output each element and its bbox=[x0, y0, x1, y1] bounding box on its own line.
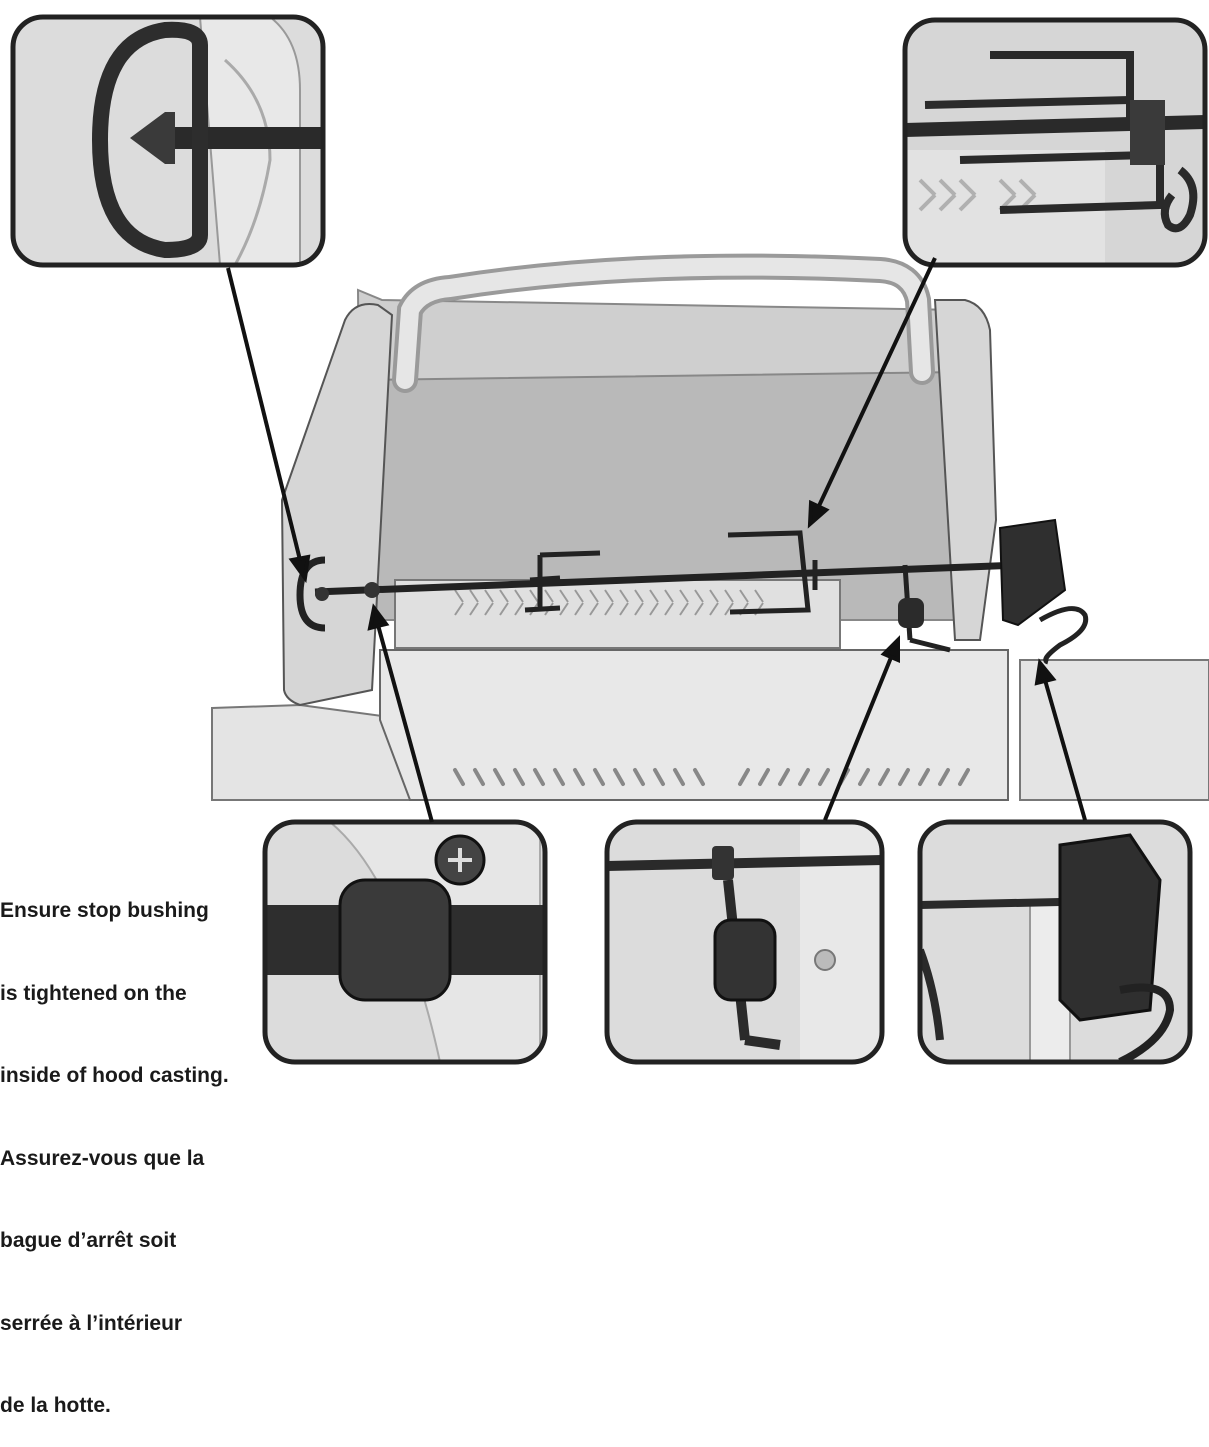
inset-stop-bushing bbox=[262, 819, 548, 1065]
rear-infrared-burner bbox=[394, 579, 841, 649]
arrow-handle bbox=[226, 267, 311, 584]
caption-line-4: Assurez-vous que la bbox=[0, 1146, 205, 1170]
caption-line-2: is tightened on the bbox=[0, 981, 187, 1005]
rotisserie-assembly-diagram bbox=[10, 14, 1209, 1065]
inset-counterweight bbox=[604, 819, 885, 1065]
arrow-stop-bushing bbox=[367, 603, 434, 823]
arrow-counterweight bbox=[823, 635, 900, 821]
burner-pattern bbox=[454, 589, 764, 616]
stop-bushing bbox=[364, 582, 380, 598]
spit-rod bbox=[314, 561, 1021, 596]
meat-forks bbox=[524, 530, 818, 615]
caption-line-1: Ensure stop bushing bbox=[0, 899, 209, 922]
caption-line-5: bague d’arrêt soit bbox=[0, 1229, 177, 1252]
caption-line-3: inside of hood casting. bbox=[0, 1064, 229, 1087]
left-hood-casting bbox=[280, 303, 394, 707]
inset-motor bbox=[917, 819, 1193, 1065]
counterweight bbox=[898, 564, 951, 653]
spit-handle bbox=[296, 556, 326, 632]
callout-arrows bbox=[226, 257, 1087, 823]
grill-main-view bbox=[211, 253, 1209, 801]
arrow-motor bbox=[1034, 658, 1087, 821]
arrow-fork bbox=[807, 257, 937, 529]
right-hood-casting bbox=[933, 299, 998, 641]
inset-meat-fork bbox=[902, 17, 1208, 268]
rotisserie-motor bbox=[998, 518, 1089, 665]
stop-bushing-instruction: Ensure stop bushing is tightened on the … bbox=[0, 842, 260, 1447]
firebox-front-panel bbox=[379, 649, 1009, 801]
caption-line-6: serrée à l’intérieur bbox=[0, 1311, 183, 1335]
inset-handle-fork-end bbox=[10, 14, 326, 268]
caption-line-7: de la hotte. bbox=[0, 1394, 111, 1417]
